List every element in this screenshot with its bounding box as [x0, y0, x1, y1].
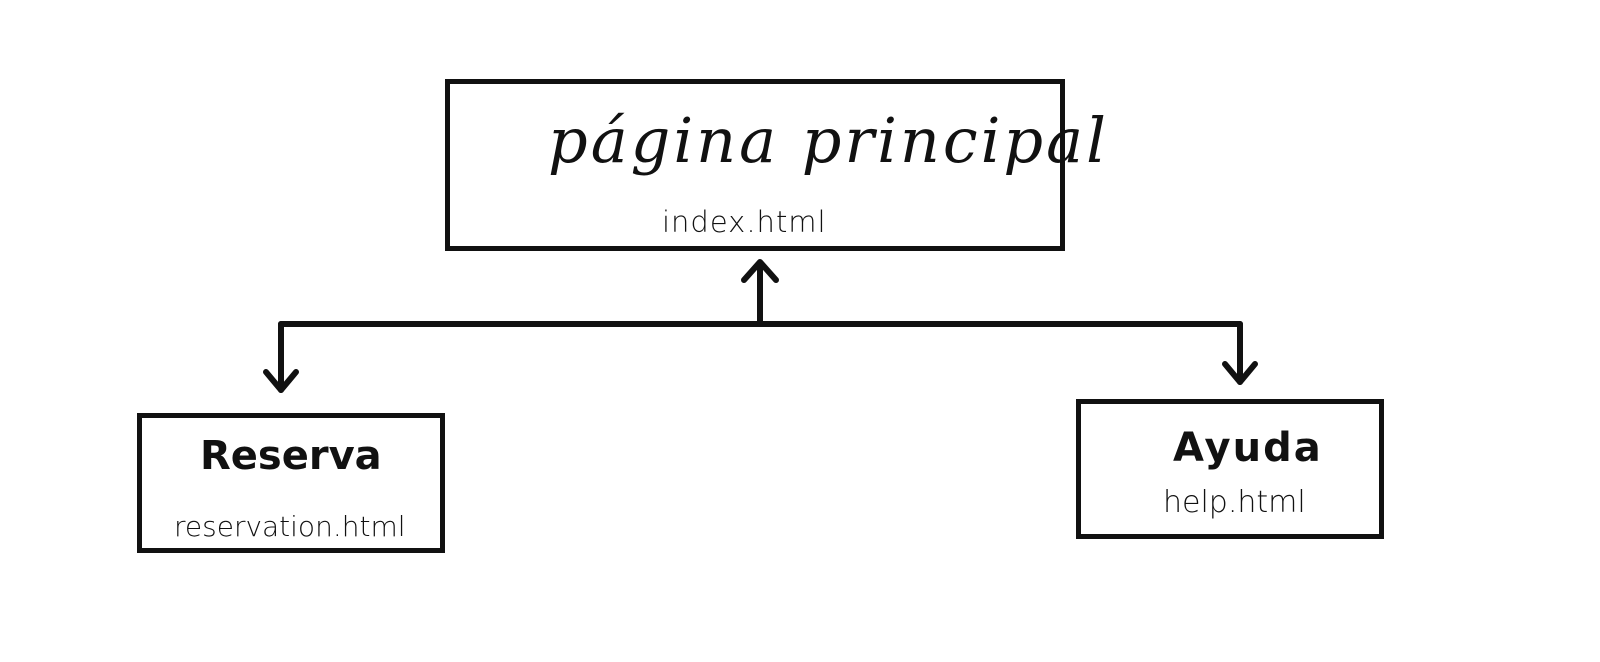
arrowhead-to-ayuda [1222, 361, 1258, 385]
node-ayuda-file: help.html [1163, 485, 1306, 520]
arrowhead-to-index [741, 259, 779, 283]
node-ayuda-title: Ayuda [1173, 425, 1323, 471]
node-index-title: página principal [548, 104, 1109, 177]
node-reserva-page: Reserva reservation.html [137, 413, 445, 553]
node-index-page: página principal index.html [445, 79, 1106, 251]
node-index-file: index.html [662, 205, 827, 239]
node-ayuda-page: Ayuda help.html [1076, 399, 1384, 539]
arrowhead-to-reserva [263, 369, 299, 393]
node-reserva-file: reservation.html [174, 510, 406, 543]
node-reserva-title: Reserva [200, 433, 382, 479]
